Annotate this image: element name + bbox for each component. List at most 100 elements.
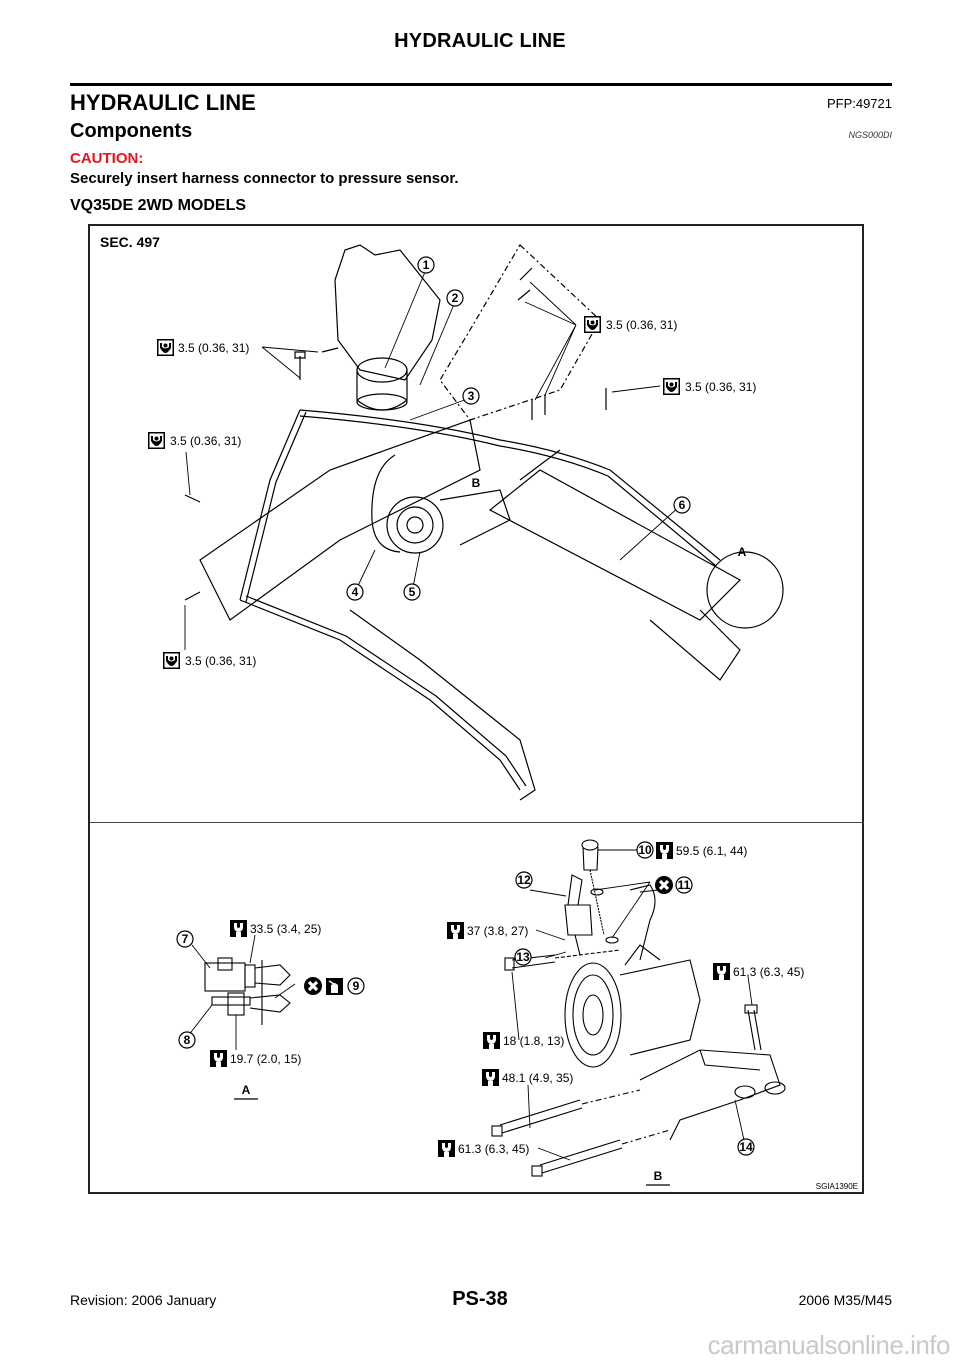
detail-a-drawing [204,957,291,1025]
apply-fluid-icon [325,977,344,996]
torque-spec-part-7: 33.5 (3.4, 25) [230,920,321,937]
callout-14: 14 [737,1138,755,1156]
torque-spec-top-5: 3.5 (0.36, 31) [163,652,256,669]
torque-spec-bolt-18: 18 (1.8, 13) [483,1032,564,1049]
view-marker-a: A [738,545,747,559]
svg-text:11: 11 [678,878,691,892]
section-title: HYDRAULIC LINE [70,90,256,115]
callout-4: 4 [346,583,364,601]
svg-text:18 (1.8, 13): 18 (1.8, 13) [503,1034,564,1048]
running-header-title: HYDRAULIC LINE [394,30,566,52]
torque-spec-top-2: 3.5 (0.36, 31) [584,316,677,333]
torque-spanner-icon [230,920,247,937]
detail-b-pump-drawing [491,839,786,1177]
vehicle-assembly-drawing [184,244,784,801]
svg-text:12: 12 [517,873,531,887]
torque-spec-top-1: 3.5 (0.36, 31) [157,339,249,356]
leader-lines-detail-a [187,934,296,1050]
torque-wrench-icon [157,339,174,356]
svg-text:3.5 (0.36, 31): 3.5 (0.36, 31) [606,318,677,332]
header-rule [70,83,892,86]
callout-13: 13 [514,948,532,966]
svg-text:B: B [654,1169,663,1183]
torque-spec-bolt-48: 48.1 (4.9, 35) [482,1069,573,1086]
view-marker-b: B [472,476,481,490]
do-not-reuse-icon [653,874,675,896]
svg-text:3.5 (0.36, 31): 3.5 (0.36, 31) [170,434,241,448]
detail-b-label: B [646,1169,670,1186]
watermark: carmanualsonline.info [707,1330,951,1360]
part-9-symbols [302,975,344,997]
do-not-reuse-icon [302,975,324,997]
reference-code: NGS000DI [848,130,892,140]
svg-text:4: 4 [352,585,359,599]
callout-6: 6 [673,496,691,514]
callout-5: 5 [403,583,421,601]
svg-text:2: 2 [452,291,459,305]
callout-3: 3 [462,387,480,405]
torque-spanner-icon [447,922,464,939]
svg-text:61.3 (6.3, 45): 61.3 (6.3, 45) [458,1142,529,1156]
callout-9: 9 [347,977,365,995]
svg-text:37 (3.8, 27): 37 (3.8, 27) [467,924,528,938]
torque-spec-top-3: 3.5 (0.36, 31) [663,378,756,395]
detail-a-label: A [234,1083,258,1100]
torque-spec-part-12: 37 (3.8, 27) [447,922,528,939]
torque-spec-part-8: 19.7 (2.0, 15) [210,1050,301,1067]
svg-text:1: 1 [423,258,430,272]
svg-text:59.5 (6.1, 44): 59.5 (6.1, 44) [676,844,747,858]
torque-wrench-icon [663,378,680,395]
svg-text:10: 10 [638,843,652,857]
svg-text:8: 8 [184,1033,191,1047]
torque-spanner-icon [210,1050,227,1067]
part-callouts-detail-b: 10 11 12 13 14 [514,841,755,1156]
svg-text:6: 6 [679,498,686,512]
pfp-code: PFP:49721 [826,96,892,111]
callout-12: 12 [515,871,533,889]
part-callouts-top: 1 2 3 4 5 6 [346,256,691,601]
footer-page-number: PS-38 [452,1288,508,1310]
torque-wrench-icon [148,432,165,449]
svg-text:5: 5 [409,585,416,599]
torque-spanner-icon [483,1032,500,1049]
footer-revision: Revision: 2006 January [70,1292,217,1308]
torque-spec-bolt-61: 61.3 (6.3, 45) [438,1140,529,1157]
svg-text:3: 3 [468,389,475,403]
subsection-title: Components [70,120,193,142]
torque-wrench-icon [163,652,180,669]
torque-spanner-icon [482,1069,499,1086]
svg-text:33.5 (3.4, 25): 33.5 (3.4, 25) [250,922,321,936]
callout-10: 10 [636,841,654,859]
svg-text:13: 13 [516,950,530,964]
torque-spanner-icon [656,842,673,859]
footer-model: 2006 M35/M45 [798,1292,892,1308]
svg-text:61.3 (6.3, 45): 61.3 (6.3, 45) [733,965,804,979]
torque-spanner-icon [438,1140,455,1157]
torque-wrench-icon [584,316,601,333]
svg-text:A: A [242,1083,251,1097]
figure-divider [90,822,864,823]
figure-frame [88,224,864,1194]
figure-id: SGIA1390E [816,1182,858,1191]
part-callouts-detail-a: 7 8 9 [176,930,365,1049]
svg-text:48.1 (4.9, 35): 48.1 (4.9, 35) [502,1071,573,1085]
svg-text:3.5 (0.36, 31): 3.5 (0.36, 31) [185,654,256,668]
svg-text:3.5 (0.36, 31): 3.5 (0.36, 31) [685,380,756,394]
section-number-label: SEC. 497 [100,234,160,250]
torque-spec-part-10: 59.5 (6.1, 44) [656,842,747,859]
svg-text:3.5 (0.36, 31): 3.5 (0.36, 31) [178,341,249,355]
svg-text:7: 7 [182,932,189,946]
caution-text: Securely insert harness connector to pre… [70,170,459,187]
svg-text:19.7 (2.0, 15): 19.7 (2.0, 15) [230,1052,301,1066]
svg-text:9: 9 [353,979,360,993]
callout-11: 11 [675,876,693,894]
callout-2: 2 [446,289,464,307]
svg-text:14: 14 [739,1140,753,1154]
callout-1: 1 [417,256,435,274]
model-heading: VQ35DE 2WD MODELS [70,197,247,214]
torque-spec-bolt-right: 61.3 (6.3, 45) [713,963,804,980]
leader-lines-top [184,271,681,650]
torque-spec-top-4: 3.5 (0.36, 31) [148,432,241,449]
torque-spanner-icon [713,963,730,980]
